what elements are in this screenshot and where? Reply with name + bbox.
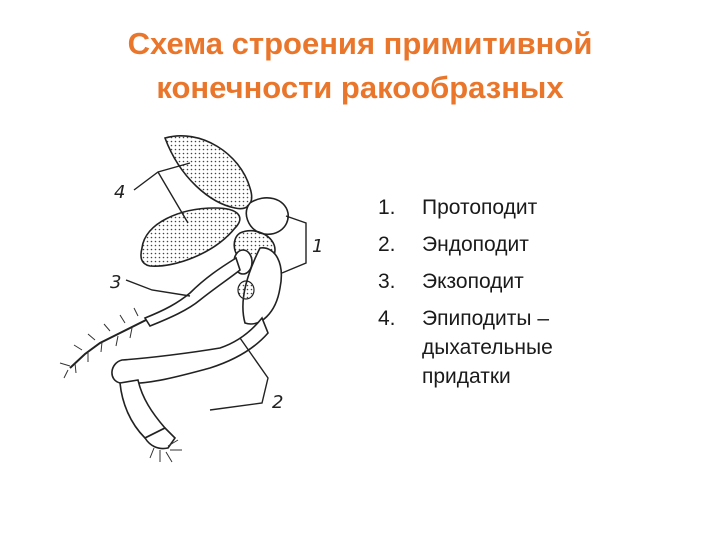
diagram-label-4: 4	[114, 182, 125, 203]
epipodite-upper	[163, 135, 253, 210]
legend-item-number: 3.	[378, 270, 396, 293]
protopodite-joint	[237, 280, 255, 300]
legend-list: 1. Протоподит 2. Эндоподит 3. Экзоподит …	[378, 193, 708, 399]
diagram-label-1: 1	[312, 236, 323, 257]
legend-item: 1. Протоподит	[378, 193, 708, 222]
legend-item-text: Экзоподит	[422, 270, 524, 293]
epipodite-lower	[140, 207, 241, 267]
legend-item-number: 1.	[378, 196, 396, 219]
legend-item-number: 2.	[378, 233, 396, 256]
slide-title: Схема строения примитивной конечности ра…	[0, 22, 720, 110]
endopodite-tip	[143, 427, 177, 450]
label-pointer-3	[125, 279, 191, 297]
exopodite-setae	[59, 307, 139, 379]
legend-item-number: 4.	[378, 307, 396, 330]
endopodite-setae	[149, 439, 182, 463]
diagram-label-3: 3	[110, 272, 121, 293]
label-pointer-1	[281, 215, 307, 274]
legend-item: 2. Эндоподит	[378, 230, 708, 259]
title-line-2: конечности ракообразных	[156, 70, 564, 105]
exopodite-flagellum	[69, 319, 147, 369]
exopodite	[143, 256, 241, 327]
label-pointer-2	[209, 337, 269, 411]
label-pointer-4	[133, 162, 191, 224]
protopodite-segment	[245, 197, 289, 235]
title-line-1: Схема строения примитивной	[127, 26, 593, 61]
legend-item-text: Протоподит	[422, 196, 538, 219]
diagram-label-2: 2	[272, 392, 283, 413]
legend-item-text: Эпиподиты – дыхательные придатки	[422, 307, 553, 388]
legend-item-text: Эндоподит	[422, 233, 529, 256]
endopodite	[111, 316, 269, 385]
limb-diagram: 4 3 1 2	[59, 135, 323, 463]
legend-item: 3. Экзоподит	[378, 267, 708, 296]
endopodite-distal	[119, 379, 167, 439]
legend-item: 4. Эпиподиты – дыхательные придатки	[378, 304, 708, 391]
